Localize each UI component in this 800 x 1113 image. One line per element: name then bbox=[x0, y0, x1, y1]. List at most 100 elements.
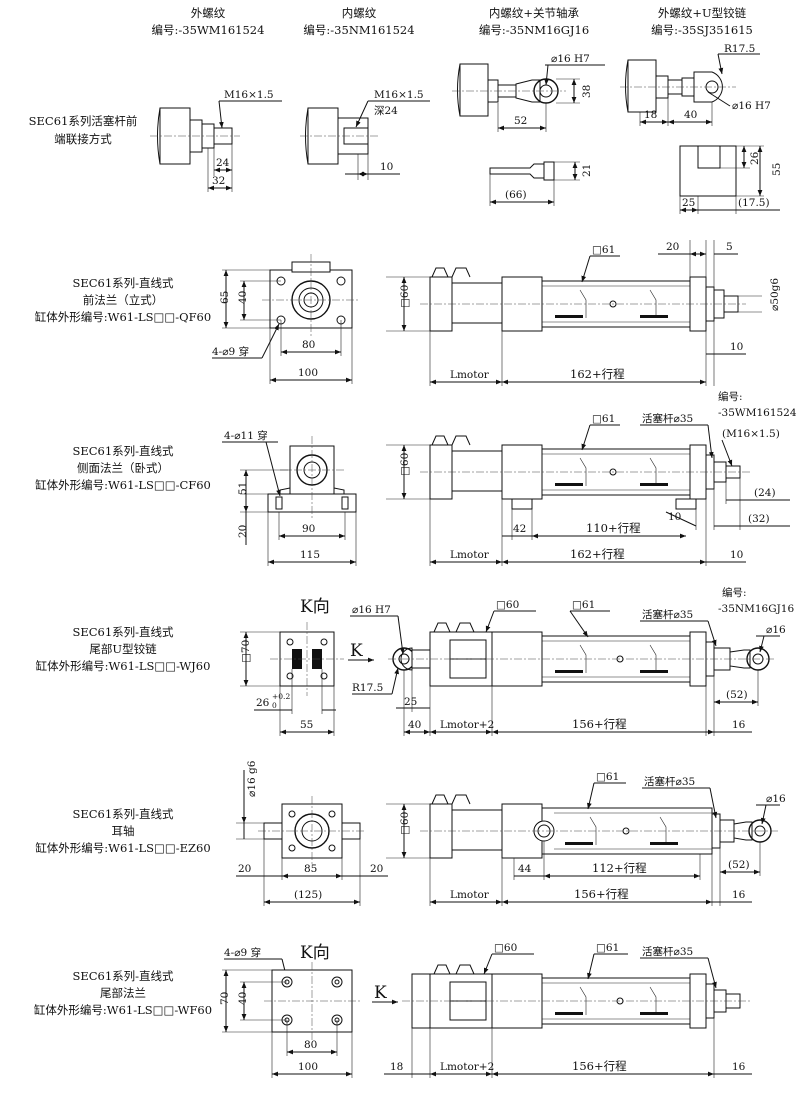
row3-lmotor: Lmotor+2 bbox=[440, 719, 494, 731]
col1-code: 编号:-35WM161524 bbox=[152, 23, 265, 37]
row5-h40: 40 bbox=[237, 992, 249, 1005]
row3-hole: ⌀16 H7 bbox=[352, 604, 391, 616]
row5-l1: SEC61系列-直线式 bbox=[72, 969, 174, 983]
col2-code: 编号:-35NM161524 bbox=[303, 23, 414, 37]
row4-lmotor: Lmotor bbox=[450, 889, 490, 901]
clevis-hole: ⌀16 H7 bbox=[732, 100, 771, 112]
row2-d24: (24) bbox=[754, 487, 776, 499]
row1-top5: 5 bbox=[726, 241, 733, 253]
row1-h40: 40 bbox=[237, 291, 249, 304]
row3-stroke: 156+行程 bbox=[572, 717, 627, 731]
row1-h65: 65 bbox=[219, 291, 231, 304]
row5-w80: 80 bbox=[304, 1039, 317, 1051]
joint-dim-38: 38 bbox=[581, 85, 593, 98]
row4-l1: SEC61系列-直线式 bbox=[72, 807, 174, 821]
joint-pin-21: 21 bbox=[581, 164, 593, 177]
row3-l2: 尾部U型铰链 bbox=[89, 642, 157, 656]
row0-title-1: SEC61系列活塞杆前 bbox=[29, 114, 138, 128]
row5-holes: 4-⌀9 穿 bbox=[224, 946, 261, 959]
row1-stroke: 162+行程 bbox=[570, 367, 625, 381]
row5-k: K bbox=[374, 983, 387, 1003]
row2-sq60: □60 bbox=[399, 453, 411, 476]
row3-cylinder bbox=[388, 622, 776, 687]
row4-d44: 44 bbox=[518, 863, 532, 875]
row5-w100: 100 bbox=[298, 1061, 318, 1073]
row2-d32: (32) bbox=[748, 513, 770, 525]
row1-front-flange: SEC61系列-直线式 前法兰（立式） 缸体外形编号:W61-LS□□-QF60… bbox=[35, 240, 781, 386]
row3-rear-clevis: SEC61系列-直线式 尾部U型铰链 缸体外形编号:W61-LS□□-WJ60 … bbox=[36, 586, 794, 736]
int-thread-label: M16×1.5 bbox=[374, 89, 424, 101]
ext-thread-label: M16×1.5 bbox=[224, 89, 274, 101]
row2-code: -35WM161524 bbox=[718, 407, 797, 419]
row5-l3: 缸体外形编号:W61-LS□□-WF60 bbox=[34, 1003, 212, 1017]
row1-l1: SEC61系列-直线式 bbox=[72, 276, 174, 290]
row2-h51: 51 bbox=[237, 482, 249, 495]
row1-l3: 缸体外形编号:W61-LS□□-QF60 bbox=[35, 310, 211, 324]
row1-lmotor: Lmotor bbox=[450, 369, 490, 381]
row5-sq60: □60 bbox=[494, 942, 517, 954]
row2-w115: 115 bbox=[300, 549, 320, 561]
row0-rod-ends: SEC61系列活塞杆前 端联接方式 M16×1.5 24 32 bbox=[29, 43, 783, 214]
row4-stroke2: 156+行程 bbox=[574, 887, 629, 901]
row1-holes: 4-⌀9 穿 bbox=[212, 345, 249, 358]
row1-end10: 10 bbox=[730, 341, 743, 353]
clevis-r: R17.5 bbox=[724, 43, 755, 55]
row3-sq60: □60 bbox=[496, 599, 519, 611]
row3-r: R17.5 bbox=[352, 682, 383, 694]
row1-rod: ⌀50g6 bbox=[769, 278, 781, 311]
row4-w125: (125) bbox=[294, 889, 322, 901]
row3-d52: (52) bbox=[726, 689, 748, 701]
row4-stroke1: 112+行程 bbox=[592, 861, 647, 875]
row5-d18: 18 bbox=[390, 1061, 403, 1073]
row5-cylinder bbox=[402, 964, 750, 1029]
row4-sq61: □61 bbox=[596, 771, 619, 783]
row1-w100: 100 bbox=[298, 367, 318, 379]
row4-w20b: 20 bbox=[370, 863, 383, 875]
row3-d16: ⌀16 bbox=[766, 624, 786, 636]
row4-end16: 16 bbox=[732, 889, 746, 901]
row3-d25: 25 bbox=[404, 696, 417, 708]
row3-slot-tol-up: +0.2 bbox=[272, 692, 290, 701]
row4-w20a: 20 bbox=[238, 863, 251, 875]
row1-cylinder bbox=[420, 267, 746, 332]
col4-code: 编号:-35SJ351615 bbox=[651, 23, 753, 37]
row4-sq60: □60 bbox=[399, 812, 411, 835]
col4-name: 外螺纹+U型铰链 bbox=[658, 6, 747, 20]
row3-sq70: □70 bbox=[240, 640, 252, 663]
row3-kview: K向 bbox=[300, 597, 330, 617]
row3-d40: 40 bbox=[408, 719, 421, 731]
row2-w90: 90 bbox=[302, 523, 315, 535]
row1-top20: 20 bbox=[666, 241, 679, 253]
row3-w55: 55 bbox=[300, 719, 313, 731]
row2-thread: (M16×1.5) bbox=[722, 428, 780, 440]
internal-thread-end: M16×1.5 深24 10 bbox=[300, 89, 430, 180]
row5-lmotor: Lmotor+2 bbox=[440, 1061, 494, 1073]
row2-piston: 活塞杆⌀35 bbox=[642, 412, 693, 425]
row2-stroke2: 162+行程 bbox=[570, 547, 625, 561]
row4-w85: 85 bbox=[304, 863, 317, 875]
row5-stroke: 156+行程 bbox=[572, 1059, 627, 1073]
row3-l1: SEC61系列-直线式 bbox=[72, 625, 174, 639]
col1-name: 外螺纹 bbox=[191, 6, 226, 20]
row5-kview: K向 bbox=[300, 943, 330, 963]
clevis-26: 26 bbox=[749, 151, 761, 165]
header: 外螺纹 编号:-35WM161524 内螺纹 编号:-35NM161524 内螺… bbox=[152, 6, 753, 37]
joint-pin-66: (66) bbox=[505, 189, 527, 201]
row2-cylinder bbox=[420, 435, 750, 510]
row5-sq61: □61 bbox=[596, 942, 619, 954]
clevis-25: 25 bbox=[682, 197, 695, 209]
clevis-55: 55 bbox=[771, 163, 783, 176]
row3-sq61: □61 bbox=[572, 599, 595, 611]
row3-slot-tol-dn: 0 bbox=[272, 701, 277, 710]
row2-end10: 10 bbox=[730, 549, 743, 561]
row2-l2: 侧面法兰（卧式） bbox=[77, 461, 169, 475]
joint-hole-label: ⌀16 H7 bbox=[551, 53, 590, 65]
row3-slot: 26 bbox=[256, 697, 270, 709]
row2-lmotor: Lmotor bbox=[450, 549, 490, 561]
row4-piston: 活塞杆⌀35 bbox=[644, 775, 695, 788]
row4-cylinder bbox=[420, 794, 778, 859]
row4-l2: 耳轴 bbox=[112, 824, 135, 838]
row2-stroke1: 110+行程 bbox=[586, 521, 641, 535]
col2-name: 内螺纹 bbox=[342, 6, 377, 20]
row2-d42: 42 bbox=[513, 523, 526, 535]
